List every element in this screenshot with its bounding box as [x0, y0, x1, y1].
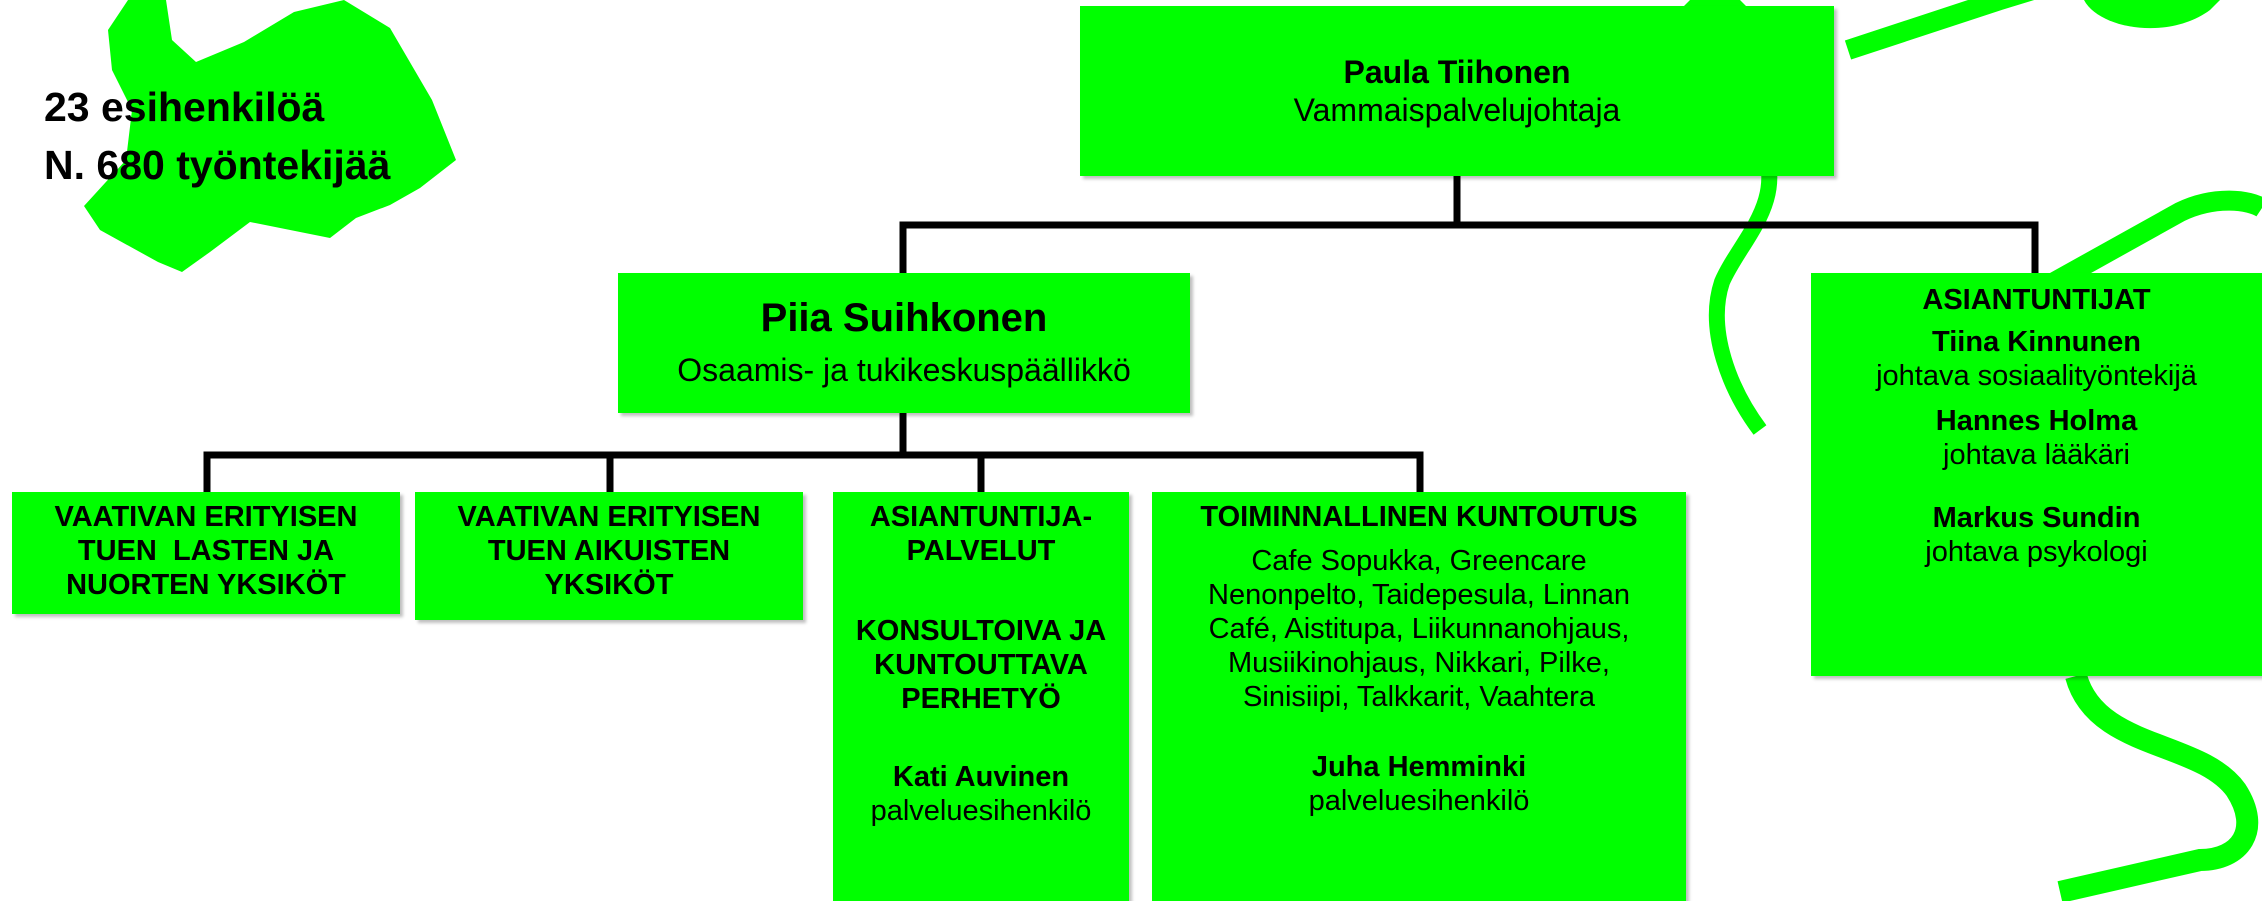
expert-services-heading-2: PALVELUT [906, 535, 1056, 567]
rehab-desc-line-5: Sinisiipi, Talkkarit, Vaahtera [1243, 681, 1595, 713]
family-work-line-3: PERHETYÖ [901, 683, 1061, 715]
director-title: Vammaispalvelujohtaja [1293, 92, 1621, 128]
director-name: Paula Tiihonen [1343, 54, 1571, 90]
children-unit-line-2: TUEN LASTEN JA [77, 535, 335, 567]
adults-unit-box: VAATIVAN ERITYISEN TUEN AIKUISTEN YKSIKÖ… [415, 492, 803, 620]
center-manager-name: Piia Suihkonen [760, 296, 1048, 340]
rehab-manager-name: Juha Hemminki [1311, 751, 1527, 783]
green-curve-top [1844, 0, 2035, 60]
green-curve-middle [1708, 136, 1778, 435]
employee-count: N. 680 työntekijää [44, 142, 391, 188]
children-unit-line-3: NUORTEN YKSIKÖT [66, 569, 346, 601]
rehab-desc-line-1: Cafe Sopukka, Greencare [1251, 545, 1587, 577]
green-blob-top-right [2084, 0, 2220, 29]
adults-unit-line-2: TUEN AIKUISTEN [487, 535, 731, 567]
staff-stats: 23 esihenkilöä N. 680 työntekijää [44, 78, 390, 194]
expert-services-manager-title: palveluesihenkilö [870, 795, 1092, 827]
green-curve-right [2035, 190, 2262, 299]
rehab-desc-line-3: Café, Aistitupa, Liikunnanohjaus, [1208, 613, 1630, 645]
director-box: Paula Tiihonen Vammaispalvelujohtaja [1080, 6, 1834, 176]
children-unit-box: VAATIVAN ERITYISEN TUEN LASTEN JA NUORTE… [12, 492, 400, 614]
supervisor-count: 23 esihenkilöä [44, 84, 325, 130]
family-work-line-1: KONSULTOIVA JA [855, 615, 1107, 647]
expert-name-3: Markus Sundin [1932, 502, 2141, 534]
rehab-heading: TOIMINNALLINEN KUNTOUTUS [1200, 501, 1638, 533]
center-manager-box: Piia Suihkonen Osaamis- ja tukikeskuspää… [618, 273, 1190, 413]
expert-name-1: Tiina Kinnunen [1932, 326, 2141, 358]
green-blob-shape [84, 0, 456, 272]
experts-heading: ASIANTUNTIJAT [1922, 284, 2151, 316]
family-work-line-2: KUNTOUTTAVA [874, 649, 1088, 681]
children-unit-line-1: VAATIVAN ERITYISEN [54, 501, 358, 533]
expert-services-heading-1: ASIANTUNTIJA- [869, 501, 1093, 533]
expert-title-2: johtava lääkäri [1943, 439, 2130, 471]
expert-services-manager-name: Kati Auvinen [892, 761, 1070, 793]
expert-services-box: ASIANTUNTIJA- PALVELUT KONSULTOIVA JA KU… [833, 492, 1129, 901]
expert-title-3: johtava psykologi [1925, 536, 2148, 568]
experts-box: ASIANTUNTIJAT Tiina Kinnunen johtava sos… [1811, 273, 2262, 676]
center-manager-title: Osaamis- ja tukikeskuspäällikkö [677, 352, 1131, 388]
adults-unit-line-1: VAATIVAN ERITYISEN [457, 501, 761, 533]
expert-name-2: Hannes Holma [1935, 405, 2138, 437]
expert-title-1: johtava sosiaalityöntekijä [1876, 360, 2197, 392]
rehab-desc-line-2: Nenonpelto, Taidepesula, Linnan [1208, 579, 1630, 611]
rehab-unit-box: TOIMINNALLINEN KUNTOUTUS Cafe Sopukka, G… [1152, 492, 1686, 901]
rehab-manager-title: palveluesihenkilö [1308, 785, 1530, 817]
rehab-desc-line-4: Musiikinohjaus, Nikkari, Pilke, [1228, 647, 1610, 679]
adults-unit-line-3: YKSIKÖT [544, 569, 674, 601]
green-curve-bottom-right [2057, 672, 2259, 901]
